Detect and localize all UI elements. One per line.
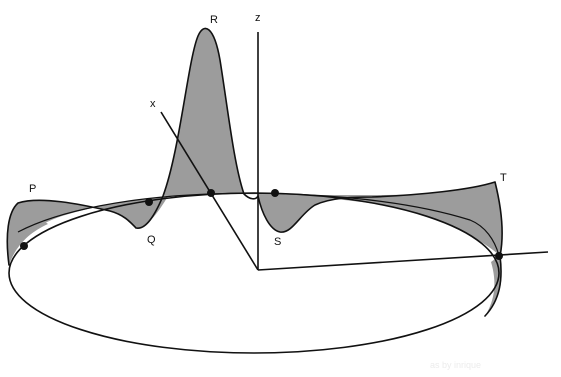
- axis-z-label: z: [255, 12, 261, 24]
- ellipse-back-arc: [17, 192, 500, 257]
- axis-x-label: x: [150, 98, 156, 110]
- peak-r-surface: [163, 28, 244, 196]
- point-p-dot: [20, 242, 28, 250]
- y-axis: [257, 251, 549, 271]
- point-r-dot: [207, 189, 215, 197]
- point-r-label: R: [210, 14, 218, 26]
- dip-s-surface: [258, 194, 372, 233]
- point-q-label: Q: [147, 234, 156, 246]
- wall-t-surface: [372, 182, 503, 256]
- front-band-right: [485, 256, 502, 316]
- wave-curve: [6, 27, 503, 317]
- point-t-label: T: [500, 172, 507, 184]
- credit-text: as by inrique: [430, 360, 481, 370]
- left-wall-surface: [8, 204, 48, 265]
- base-ellipse: [8, 192, 500, 354]
- point-t-dot: [495, 252, 503, 260]
- point-s-label: S: [274, 236, 281, 248]
- point-q-dot: [145, 198, 153, 206]
- point-p-label: P: [29, 183, 36, 195]
- point-s-dot: [271, 189, 279, 197]
- wave-surface-left: [7, 190, 500, 265]
